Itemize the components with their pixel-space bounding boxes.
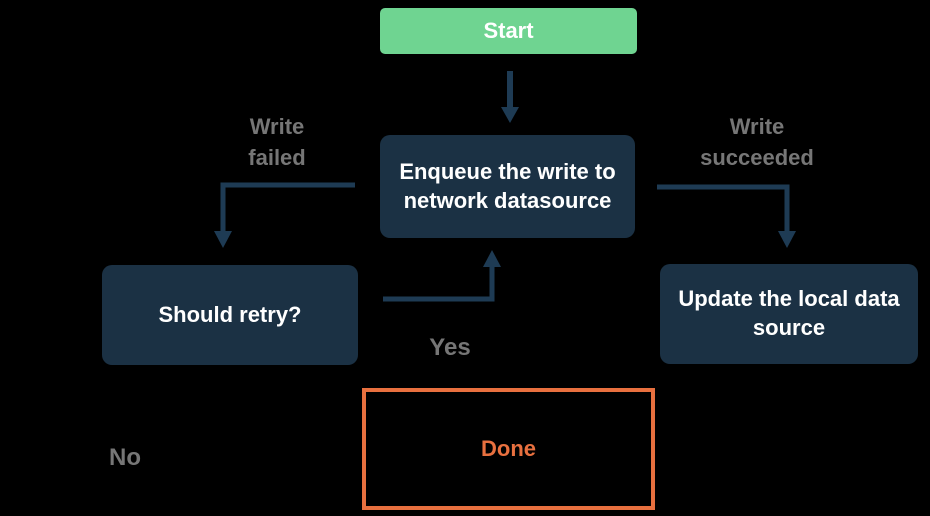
edge-label-write-failed: Write failed (248, 114, 306, 170)
node-update-local-source: Update the local data source (660, 264, 918, 364)
arrow-enqueue-to-update-local (657, 184, 796, 248)
node-done: Done (362, 388, 655, 510)
node-should-retry-label: Should retry? (158, 301, 302, 327)
arrow-should-retry-to-enqueue (383, 250, 501, 302)
node-start-label: Start (483, 17, 534, 43)
node-done-label: Done (481, 435, 536, 461)
node-start: Start (380, 8, 637, 54)
node-should-retry: Should retry? (102, 265, 358, 365)
node-enqueue-write-label: Enqueue the write to network datasource (399, 158, 616, 213)
node-update-local-source-label: Update the local data source (678, 286, 900, 340)
edge-label-write-succeeded: Write succeeded (700, 114, 814, 170)
arrow-start-to-enqueue (501, 71, 519, 123)
arrow-enqueue-to-should-retry (214, 182, 355, 248)
node-enqueue-write: Enqueue the write to network datasource (380, 135, 635, 238)
edge-label-no: No (109, 444, 141, 471)
edge-label-yes: Yes (429, 334, 471, 361)
